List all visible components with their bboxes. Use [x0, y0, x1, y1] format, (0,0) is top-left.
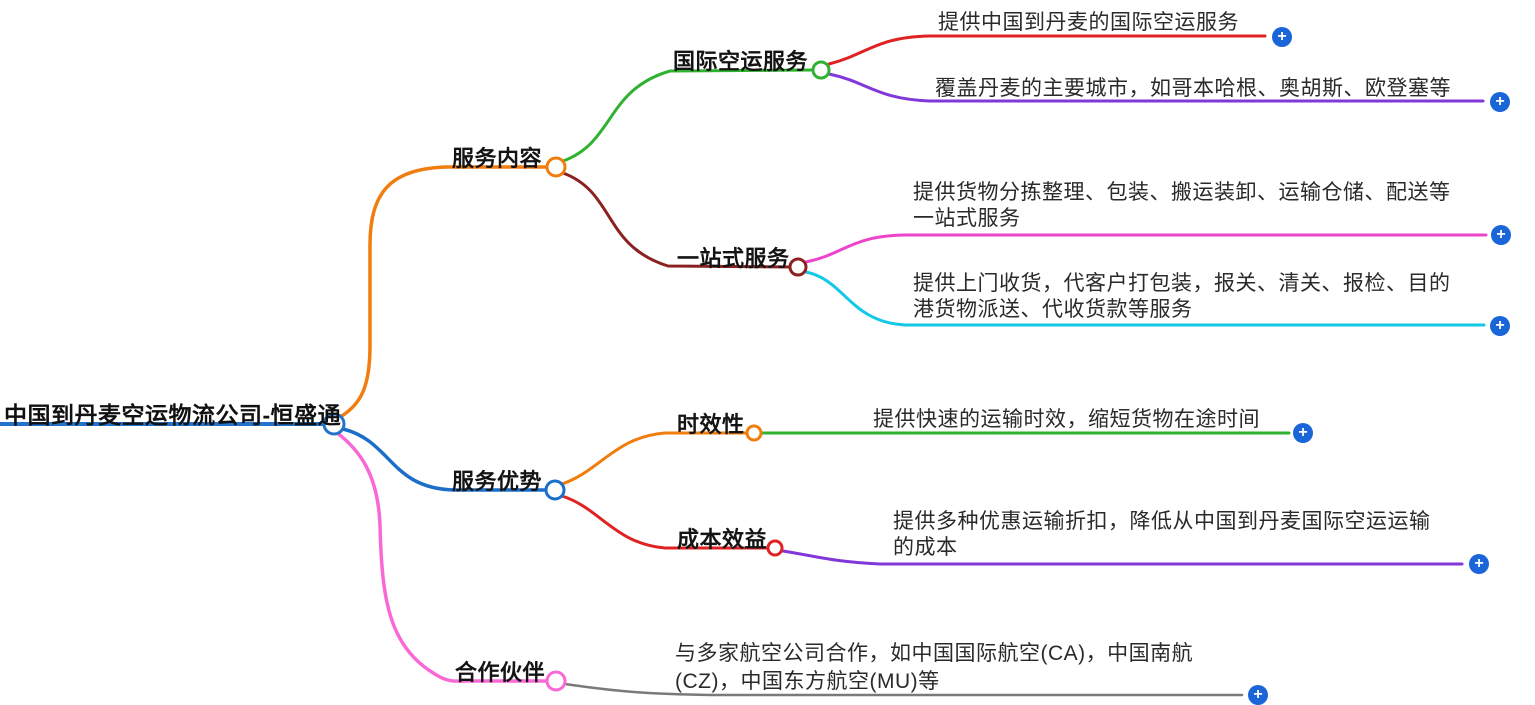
connector-leaf-sorting-packing	[804, 233, 1488, 264]
connector-leaf-airlines	[563, 682, 1244, 697]
node-circle-service-content[interactable]	[545, 156, 567, 178]
leaf-text-pickup-customs[interactable]: 提供上门收货，代客户打包装，报关、清关、报检、目的 港货物派送、代收货款等服务	[913, 272, 1451, 321]
add-child-button-pickup-customs[interactable]: +	[1490, 316, 1510, 336]
node-circle-service-advantage[interactable]	[544, 479, 566, 501]
connector-service-content	[338, 165, 549, 419]
node-circle-cost-benefit[interactable]	[766, 539, 784, 557]
connector-leaf-discounts	[781, 549, 1464, 566]
node-circle-timeliness[interactable]	[745, 424, 763, 442]
leaf-text-cn-dk-air[interactable]: 提供中国到丹麦的国际空运服务	[938, 11, 1239, 34]
node-circle-root[interactable]	[322, 412, 346, 436]
connector-one-stop-service	[561, 171, 791, 269]
connector-service-advantage	[341, 427, 548, 492]
leaf-text-cover-cities[interactable]: 覆盖丹麦的主要城市，如哥本哈根、奥胡斯、欧登塞等	[935, 77, 1451, 100]
add-child-button-discounts[interactable]: +	[1469, 554, 1489, 574]
connector-leaf-cn-dk-air	[827, 34, 1267, 66]
add-child-button-sorting-packing[interactable]: +	[1491, 225, 1511, 245]
connector-partners	[334, 430, 549, 683]
connector-leaf-pickup-customs	[804, 270, 1486, 327]
branch-label-cost-benefit[interactable]: 成本效益	[677, 527, 768, 552]
connector-cost-benefit	[560, 494, 769, 550]
branch-label-service-content[interactable]: 服务内容	[452, 146, 543, 171]
node-circle-partners[interactable]	[545, 670, 567, 692]
add-child-button-fast-transit[interactable]: +	[1293, 423, 1313, 443]
leaf-text-fast-transit[interactable]: 提供快速的运输时效，缩短货物在途时间	[873, 408, 1260, 431]
add-child-button-airlines[interactable]: +	[1248, 685, 1268, 705]
branch-label-service-advantage[interactable]: 服务优势	[452, 469, 543, 494]
node-circle-intl-air-service[interactable]	[811, 60, 831, 80]
branch-label-one-stop-service[interactable]: 一站式服务	[677, 246, 790, 271]
add-child-button-cover-cities[interactable]: +	[1490, 92, 1510, 112]
leaf-text-airlines[interactable]: 与多家航空公司合作，如中国国际航空(CA)，中国南航 (CZ)，中国东方航空(M…	[675, 642, 1194, 693]
leaf-text-discounts[interactable]: 提供多种优惠运输折扣，降低从中国到丹麦国际空运运输 的成本	[893, 510, 1431, 559]
leaf-text-sorting-packing[interactable]: 提供货物分拣整理、包装、搬运装卸、运输仓储、配送等 一站式服务	[913, 181, 1451, 230]
branch-label-timeliness[interactable]: 时效性	[677, 412, 745, 437]
add-child-button-cn-dk-air[interactable]: +	[1272, 27, 1292, 47]
root-node-label[interactable]: 中国到丹麦空运物流公司-恒盛通	[4, 402, 342, 428]
connector-timeliness	[560, 431, 749, 486]
branch-label-intl-air-service[interactable]: 国际空运服务	[673, 49, 809, 74]
connector-leaf-cover-cities	[827, 72, 1485, 103]
connector-intl-air-service	[561, 68, 815, 163]
branch-label-partners[interactable]: 合作伙伴	[455, 660, 546, 685]
node-circle-one-stop-service[interactable]	[788, 257, 808, 277]
